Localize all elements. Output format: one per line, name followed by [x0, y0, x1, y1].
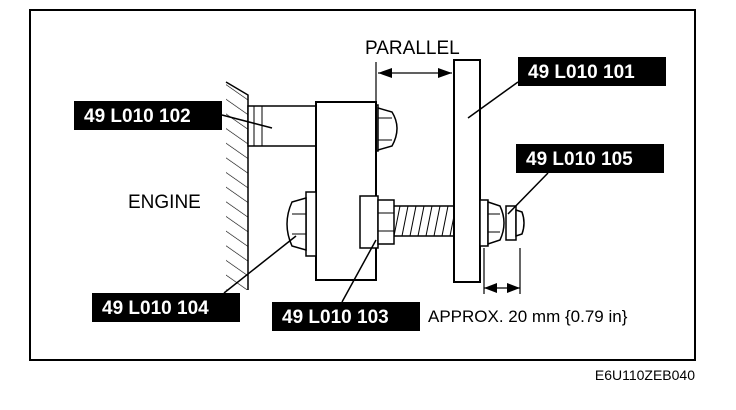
part-label-105-box: [516, 144, 664, 173]
approx-label: APPROX. 20 mm {0.79 in}: [428, 307, 628, 326]
leader-101: [467, 81, 519, 119]
plate: [453, 59, 481, 283]
figure-frame: [29, 9, 696, 361]
leader-102: [221, 114, 273, 129]
part-label-103: 49 L010 103: [282, 307, 389, 328]
leader-103: [341, 239, 377, 303]
engine-label: ENGINE: [128, 192, 201, 213]
right-nut: [479, 199, 525, 247]
part-label-102-box: [74, 101, 222, 130]
parallel-label: PARALLEL: [365, 38, 460, 59]
part-label-103-box: [272, 302, 420, 331]
engine-wall: [225, 81, 249, 290]
part-label-104-box: [92, 293, 240, 322]
part-label-102: 49 L010 102: [84, 106, 191, 127]
part-label-105: 49 L010 105: [526, 149, 633, 170]
figure-code: E6U110ZEB040: [595, 367, 695, 383]
approx-dimension: [483, 248, 521, 294]
main-block: [315, 101, 377, 281]
leader-105: [507, 172, 549, 215]
lower-nut-left: [286, 191, 317, 257]
upper-shaft: [247, 105, 319, 147]
part-label-104: 49 L010 104: [102, 298, 209, 319]
leader-104: [223, 235, 297, 294]
part-label-101: 49 L010 101: [528, 62, 635, 83]
part-label-101-box: [518, 57, 666, 86]
parallel-dimension: [375, 62, 452, 102]
rod-nut: [359, 195, 395, 249]
